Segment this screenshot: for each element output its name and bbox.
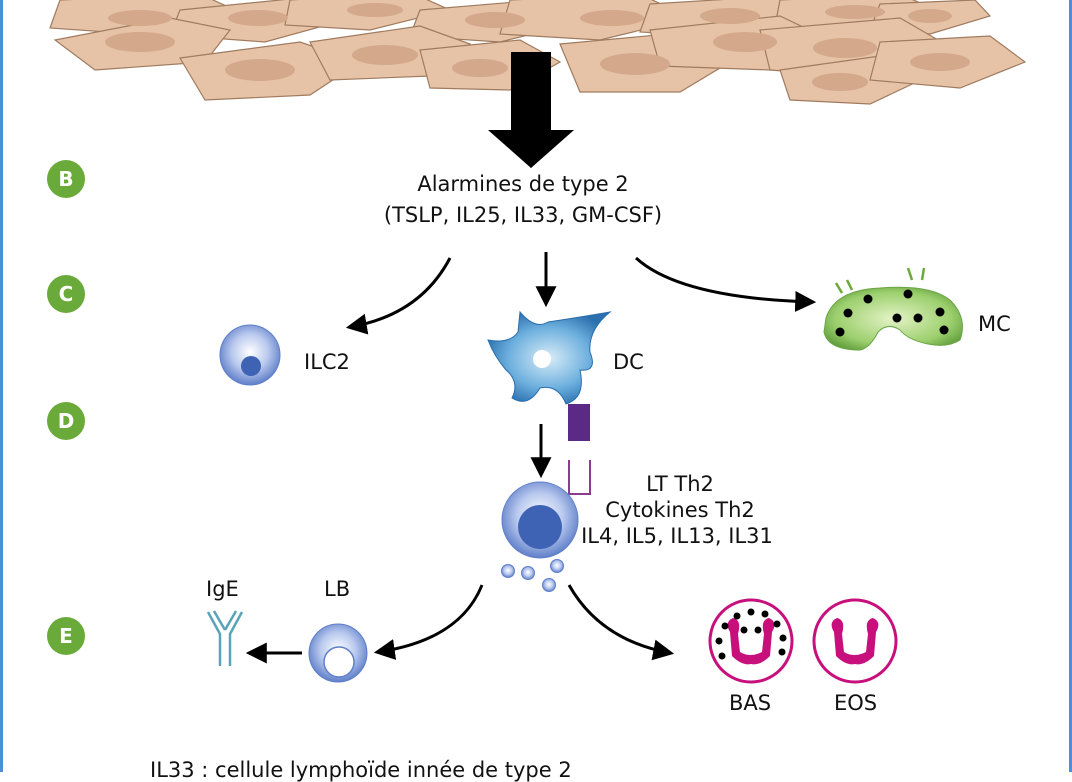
cytokine-droplets	[501, 559, 564, 592]
label-cytokines-th2: Cytokines Th2	[605, 498, 755, 522]
label-bas: BAS	[729, 691, 772, 715]
label-lb: LB	[324, 577, 351, 601]
dendritic-cell	[487, 310, 612, 405]
lb-cell	[308, 623, 368, 683]
th2-lymphocyte	[501, 481, 579, 559]
tcr-receptor	[568, 460, 591, 495]
label-eos: EOS	[834, 691, 878, 715]
label-cytokine-list: IL4, IL5, IL13, IL31	[581, 524, 773, 548]
ilc2-cell	[219, 324, 281, 386]
label-ige: IgE	[206, 577, 239, 601]
step-badge-b: B	[47, 160, 85, 198]
label-ilc2: ILC2	[304, 350, 350, 374]
step-badge-d: D	[47, 402, 85, 440]
label-lt-th2: LT Th2	[646, 472, 714, 496]
footer-legend-cut: IL33 : cellule lymphoïde innée de type 2	[150, 758, 572, 782]
alarmines-list: (TSLP, IL25, IL33, GM-CSF)	[383, 203, 663, 227]
arrow-th2-to-lb	[373, 584, 484, 660]
ige-antibody	[206, 610, 244, 666]
arrow-th2-to-granulocytes	[567, 584, 675, 661]
alarmines-title: Alarmines de type 2	[417, 172, 629, 196]
arrow-to-mc	[634, 256, 817, 312]
big-arrow-head	[488, 130, 574, 168]
epithelium-layer	[49, 0, 1027, 105]
label-dc: DC	[613, 350, 644, 374]
mast-cell	[823, 267, 963, 351]
mhc-receptor	[568, 404, 590, 441]
label-mc: MC	[978, 312, 1011, 336]
arrow-to-ilc2	[345, 257, 452, 335]
eosinophil	[812, 598, 898, 684]
step-badge-e: E	[47, 617, 85, 655]
step-badge-c: C	[47, 275, 85, 313]
basophil	[708, 598, 794, 684]
